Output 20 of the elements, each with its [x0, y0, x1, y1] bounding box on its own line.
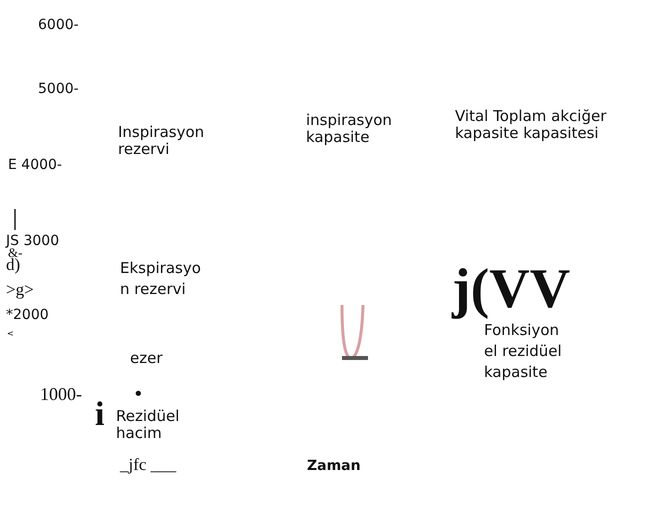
- garbled-text: i: [95, 396, 104, 433]
- garbled-text: ezer: [130, 348, 164, 369]
- axis-tick-label: E 4000-: [8, 158, 62, 173]
- axis-fragment: <: [7, 329, 14, 338]
- axis-tick-label: 6000-: [38, 18, 79, 33]
- garbled-text: _jfc ___: [120, 455, 176, 474]
- axis-tick-label: *2000: [6, 308, 49, 323]
- axis-fragment: >g>: [6, 280, 34, 299]
- axis-tick-label: 5000-: [38, 82, 79, 97]
- volume-label: Vital Toplam akciğer kapasite kapasitesi: [455, 108, 608, 142]
- dot-mark: •: [133, 385, 144, 405]
- volume-label: Rezidüel hacim: [116, 408, 180, 442]
- axis-tick-label: JS 3000: [6, 234, 60, 249]
- volume-label: Ekspirasyon rezervi: [120, 258, 202, 300]
- volume-label: Inspirasyon rezervi: [118, 124, 206, 158]
- axis-tick-label: 1000-: [40, 384, 82, 404]
- axis-title: Zaman: [307, 459, 361, 474]
- volume-label: Fonksiyonel rezidüel kapasite: [484, 320, 563, 383]
- garbled-text: j(VV: [452, 258, 570, 320]
- volume-label: inspirasyon kapasite: [306, 112, 393, 146]
